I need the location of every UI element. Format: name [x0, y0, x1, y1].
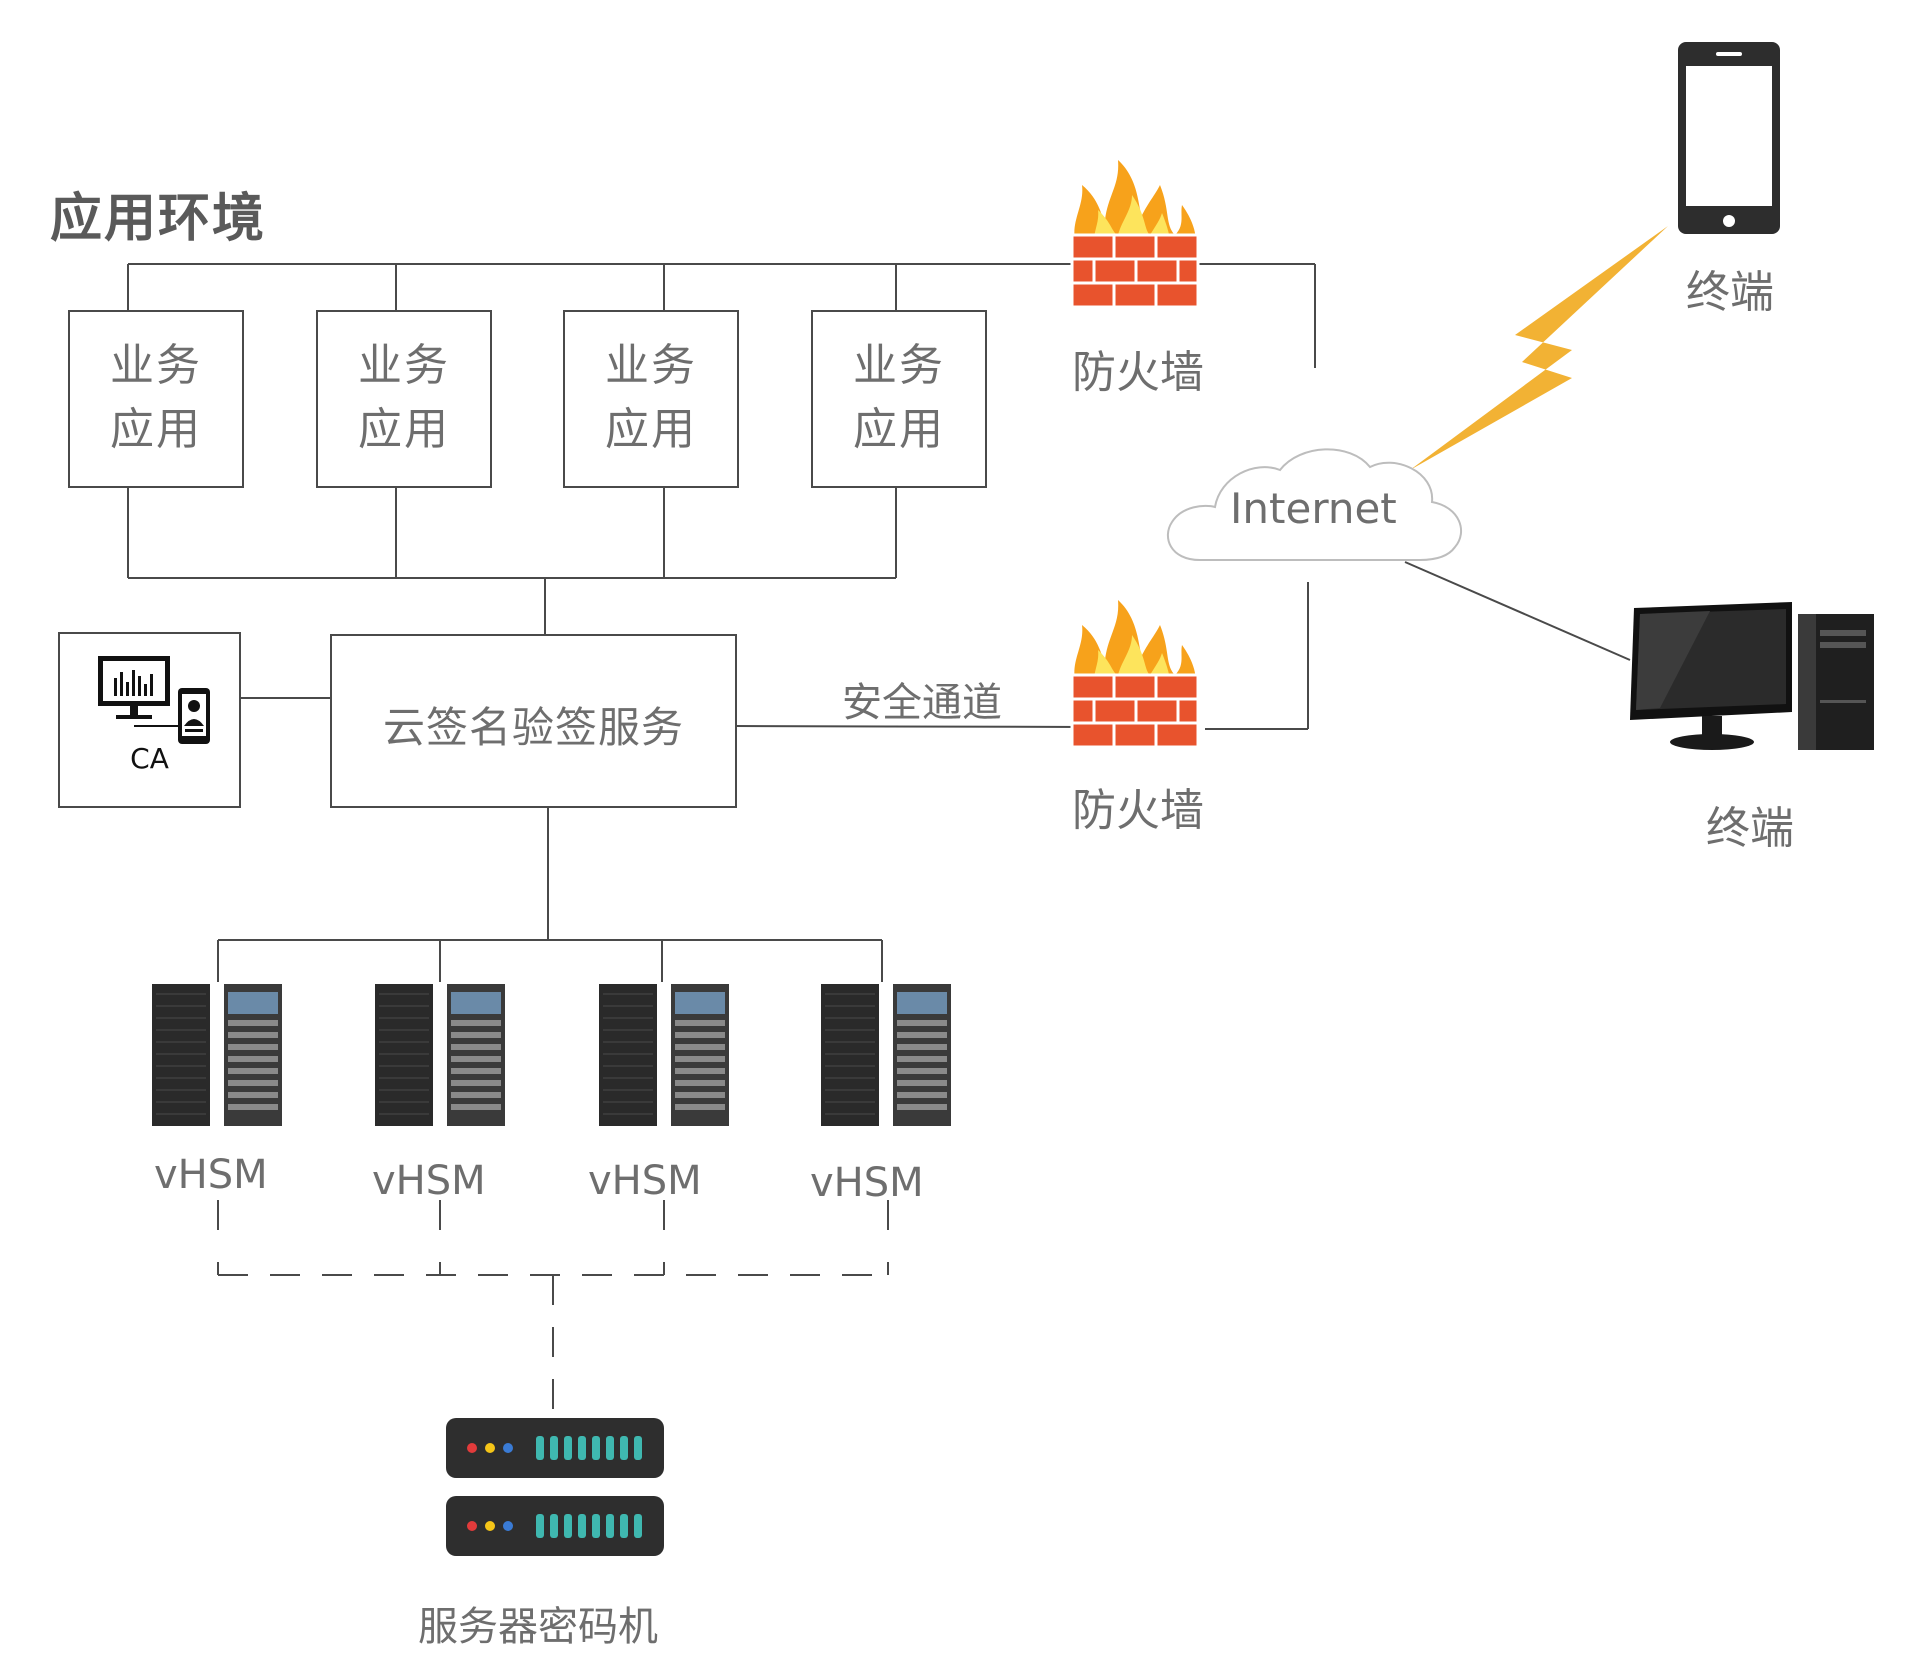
vhsm-label: vHSM	[810, 1160, 924, 1206]
terminal-label: 终端	[1706, 803, 1794, 854]
firewall-icon	[1070, 600, 1200, 749]
ca-label: CA	[130, 742, 169, 775]
ca-certificate-icon	[98, 656, 210, 744]
ca-box: CA	[58, 632, 241, 808]
server-rack-icon	[821, 984, 951, 1126]
vhsm-label: vHSM	[588, 1158, 702, 1204]
business-app-label: 业务 应用	[110, 340, 202, 455]
server-rack-icon	[599, 984, 729, 1126]
business-app-label: 业务 应用	[605, 340, 697, 455]
vhsm-label: vHSM	[154, 1152, 268, 1198]
cloud-signing-service-label: 云签名验签服务	[382, 703, 684, 752]
business-app-box-4: 业务 应用	[811, 310, 987, 488]
terminal-label: 终端	[1686, 267, 1774, 318]
firewall-icon	[1070, 160, 1200, 309]
internet-label: Internet	[1230, 484, 1397, 533]
wireless-lightning-icon	[1410, 226, 1668, 470]
server-hsm-icon	[446, 1418, 664, 1556]
business-app-box-1: 业务 应用	[68, 310, 244, 488]
firewall-label: 防火墙	[1072, 785, 1204, 836]
business-app-box-2: 业务 应用	[316, 310, 492, 488]
desktop-computer-icon	[1630, 602, 1874, 750]
secure-channel-label: 安全通道	[842, 680, 1002, 726]
cloud-signing-service-box: 云签名验签服务	[330, 634, 737, 808]
internet-cloud-icon	[1167, 448, 1463, 561]
server-rack-icon	[375, 984, 505, 1126]
firewall-label: 防火墙	[1072, 347, 1204, 398]
server-hsm-label: 服务器密码机	[418, 1604, 658, 1650]
vhsm-label: vHSM	[372, 1158, 486, 1204]
business-app-label: 业务 应用	[358, 340, 450, 455]
business-app-box-3: 业务 应用	[563, 310, 739, 488]
server-rack-icon	[152, 984, 282, 1126]
business-app-label: 业务 应用	[853, 340, 945, 455]
smartphone-icon	[1678, 42, 1780, 234]
page-title: 应用环境	[50, 189, 267, 249]
